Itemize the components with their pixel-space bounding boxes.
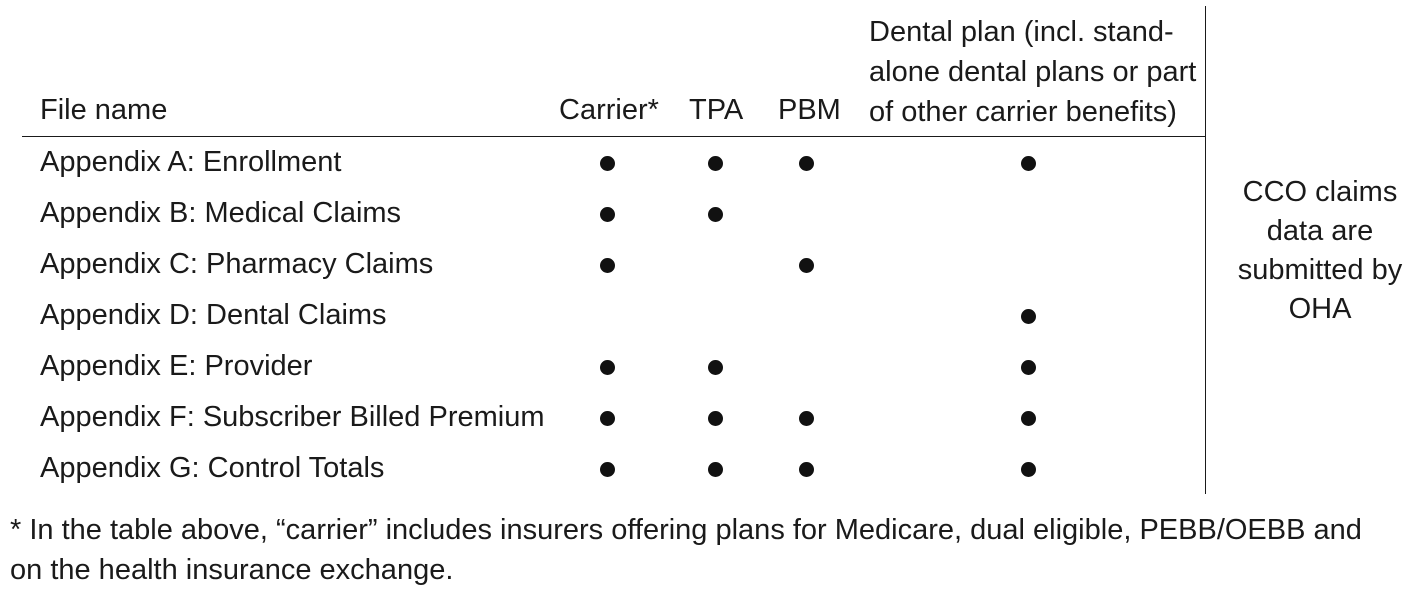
column-divider (1205, 6, 1206, 494)
bullet-dental-icon (1021, 462, 1036, 477)
bullet-carrier-icon (600, 258, 615, 273)
bullet-carrier-icon (600, 156, 615, 171)
table-row: Appendix G: Control Totals (0, 444, 1205, 495)
bullet-tpa-icon (708, 207, 723, 222)
row-file-name: Appendix G: Control Totals (40, 452, 385, 484)
bullet-pbm-icon (799, 411, 814, 426)
bullet-tpa-icon (708, 156, 723, 171)
bullet-carrier-icon (600, 207, 615, 222)
table-row: Appendix A: Enrollment (0, 138, 1205, 189)
bullet-carrier-icon (600, 411, 615, 426)
row-file-name: Appendix A: Enrollment (40, 146, 342, 178)
row-file-name: Appendix E: Provider (40, 350, 313, 382)
header-carrier: Carrier* (559, 94, 659, 126)
table-row: Appendix B: Medical Claims (0, 189, 1205, 240)
bullet-pbm-icon (799, 462, 814, 477)
footnote: * In the table above, “carrier” includes… (10, 514, 1362, 586)
bullet-dental-icon (1021, 156, 1036, 171)
bullet-carrier-icon (600, 360, 615, 375)
bullet-dental-icon (1021, 411, 1036, 426)
bullet-tpa-icon (708, 411, 723, 426)
header-divider (22, 136, 1206, 137)
table-row: Appendix C: Pharmacy Claims (0, 240, 1205, 291)
row-file-name: Appendix C: Pharmacy Claims (40, 248, 434, 280)
table-row: Appendix D: Dental Claims (0, 291, 1205, 342)
bullet-dental-icon (1021, 309, 1036, 324)
header-pbm: PBM (778, 94, 841, 126)
bullet-tpa-icon (708, 360, 723, 375)
header-dental-plan: Dental plan (incl. stand-alone dental pl… (869, 16, 1197, 128)
bullet-pbm-icon (799, 258, 814, 273)
header-tpa: TPA (689, 94, 744, 126)
row-file-name: Appendix F: Subscriber Billed Premium (40, 401, 545, 433)
side-note: CCO claims data are submitted by OHA (1237, 176, 1403, 325)
row-file-name: Appendix D: Dental Claims (40, 299, 387, 331)
table-row: Appendix E: Provider (0, 342, 1205, 393)
row-file-name: Appendix B: Medical Claims (40, 197, 402, 229)
bullet-carrier-icon (600, 462, 615, 477)
bullet-tpa-icon (708, 462, 723, 477)
header-file-name: File name (40, 94, 168, 126)
table-row: Appendix F: Subscriber Billed Premium (0, 393, 1205, 444)
bullet-pbm-icon (799, 156, 814, 171)
bullet-dental-icon (1021, 360, 1036, 375)
